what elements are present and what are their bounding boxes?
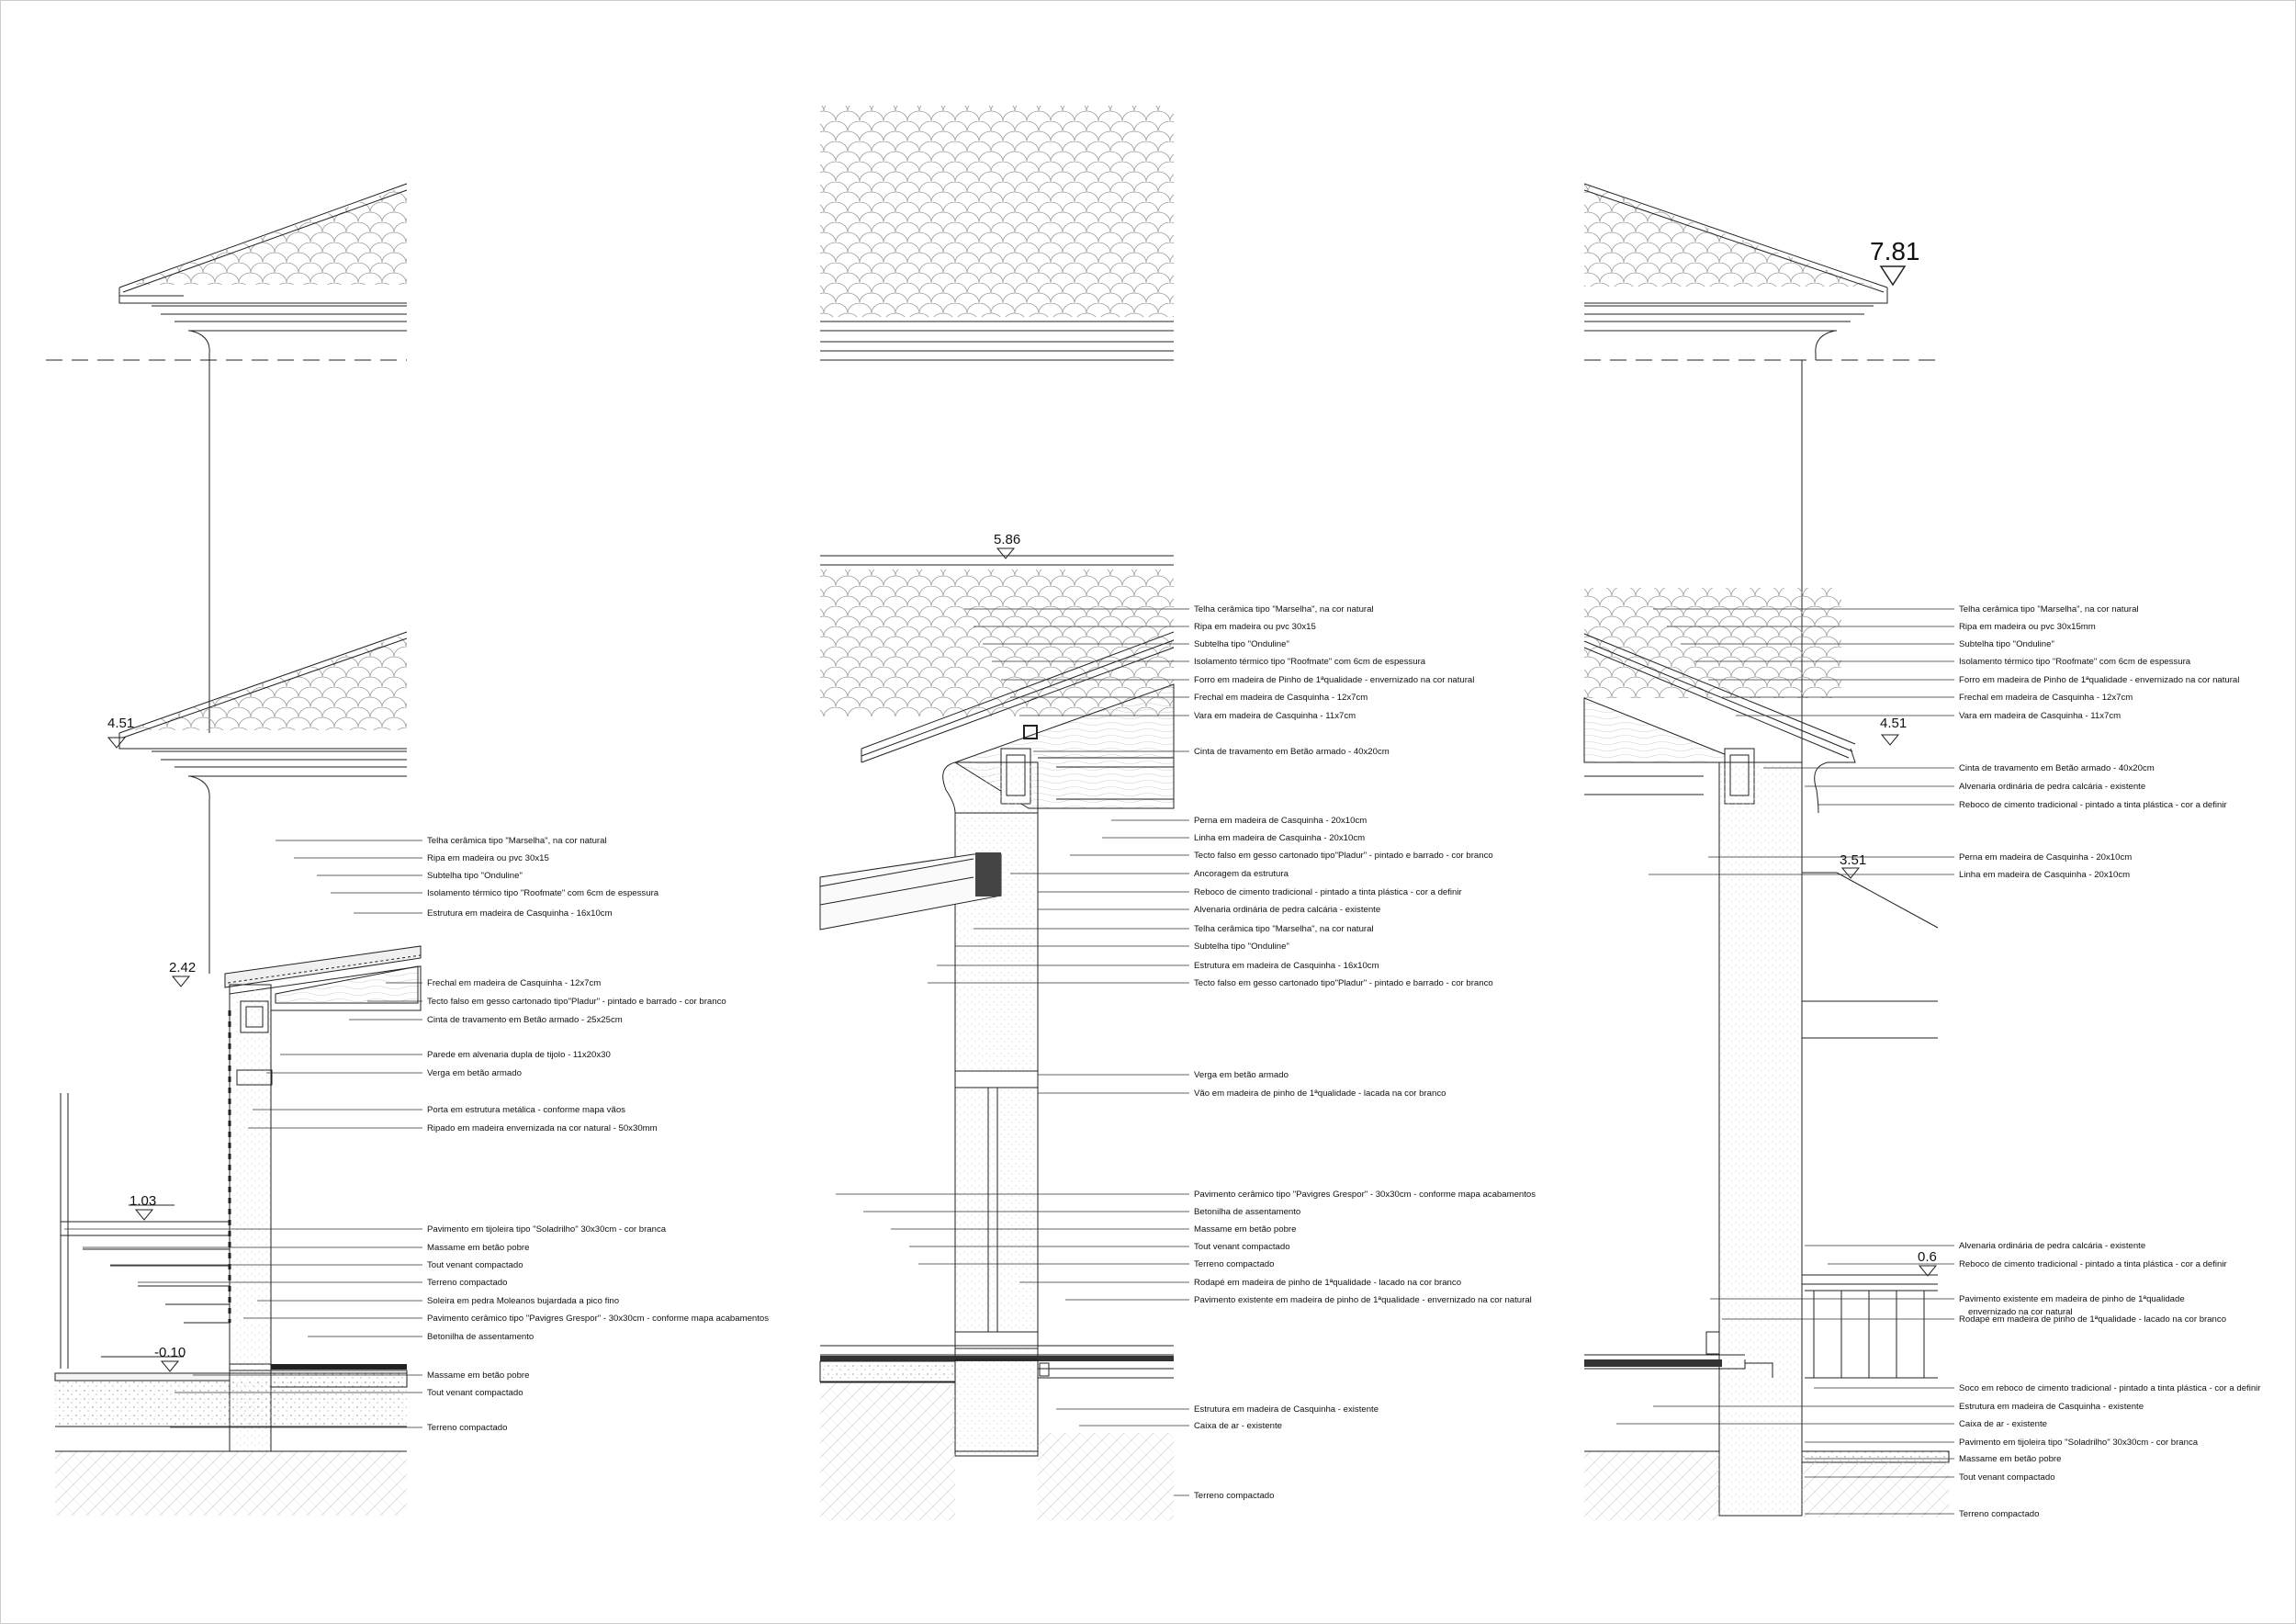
annotation-label: Rodapé em madeira de pinho de 1ªqualidad… (1959, 1314, 2226, 1325)
annotation-label: Ripa em madeira ou pvc 30x15mm (1959, 622, 2096, 632)
annotation-label: Terreno compactado (1959, 1509, 2039, 1519)
annotation-label: Forro em madeira de Pinho de 1ªqualidade… (1194, 675, 1474, 685)
annotation-label: Ripa em madeira ou pvc 30x15 (1194, 622, 1316, 632)
annotation-label: Ripa em madeira ou pvc 30x15 (427, 853, 549, 863)
annotation-label: Estrutura em madeira de Casquinha - exis… (1194, 1404, 1379, 1415)
level-5-86: 5.86 (994, 532, 1020, 547)
annotation-label: Cinta de travamento em Betão armado - 25… (427, 1015, 623, 1025)
annotation-label: Subtelha tipo "Onduline" (1959, 639, 2054, 649)
annotation-label: Caixa de ar - existente (1194, 1421, 1282, 1431)
annotation-label: Vara em madeira de Casquinha - 11x7cm (1959, 711, 2121, 721)
right-section-detail (1583, 183, 1950, 1520)
annotation-label: Telha cerâmica tipo "Marselha", na cor n… (1194, 924, 1374, 934)
annotation-label: Frechal em madeira de Casquinha - 12x7cm (427, 978, 601, 988)
left-level-markers: 4.51 2.42 1.03 -0.10 (101, 716, 196, 1372)
annotation-label: Subtelha tipo "Onduline" (427, 871, 523, 881)
annotation-label: Reboco de cimento tradicional - pintado … (1959, 1259, 2228, 1269)
annotation-label: Rodapé em madeira de pinho de 1ªqualidad… (1194, 1278, 1461, 1288)
annotation-label: Telha cerâmica tipo "Marselha", na cor n… (1194, 604, 1374, 615)
level-2-42: 2.42 (169, 960, 196, 976)
annotation-label: Alvenaria ordinária de pedra calcária - … (1194, 905, 1380, 915)
annotation-label: Alvenaria ordinária de pedra calcária - … (1959, 1241, 2145, 1251)
annotation-label: Perna em madeira de Casquinha - 20x10cm (1194, 816, 1367, 826)
middle-section-detail (819, 106, 1175, 1520)
annotation-label: Verga em betão armado (1194, 1070, 1289, 1080)
annotation-label: Tecto falso em gesso cartonado tipo"Plad… (1194, 851, 1493, 861)
annotation-label: Terreno compactado (427, 1423, 507, 1433)
annotation-label: Pavimento existente em madeira de pinho … (1959, 1294, 2185, 1304)
annotation-label: Porta em estrutura metálica - conforme m… (427, 1105, 625, 1115)
annotation-label: Subtelha tipo "Onduline" (1194, 942, 1289, 952)
annotation-label: Isolamento térmico tipo "Roofmate" com 6… (1194, 657, 1426, 667)
level-4-51-left: 4.51 (107, 716, 134, 731)
annotation-label: Parede em alvenaria dupla de tijolo - 11… (427, 1050, 611, 1060)
annotation-label: Massame em betão pobre (427, 1370, 529, 1381)
middle-level-markers: 5.86 (994, 532, 1020, 559)
annotation-label: Ripado em madeira envernizada na cor nat… (427, 1123, 658, 1133)
annotation-label: Pavimento em tijoleira tipo "Soladrilho"… (427, 1224, 667, 1235)
annotation-label: Tout venant compactado (427, 1388, 523, 1398)
level-4-51-right: 4.51 (1880, 716, 1907, 731)
annotation-label: Tecto falso em gesso cartonado tipo"Plad… (1194, 978, 1493, 988)
annotation-label: Betonilha de assentamento (1194, 1207, 1300, 1217)
annotation-label: Subtelha tipo "Onduline" (1194, 639, 1289, 649)
annotation-label: Massame em betão pobre (1194, 1224, 1296, 1235)
right-level-markers: 7.81 4.51 3.51 0.6 (1840, 237, 1938, 1277)
annotation-label: Soleira em pedra Moleanos bujardada a pi… (427, 1296, 619, 1306)
annotation-label: Estrutura em madeira de Casquinha - 16x1… (427, 908, 613, 919)
annotation-label: Betonilha de assentamento (427, 1332, 534, 1342)
level-minus-0-10: -0.10 (154, 1345, 186, 1360)
annotation-label: Reboco de cimento tradicional - pintado … (1959, 800, 2228, 810)
annotation-label: Terreno compactado (1194, 1259, 1274, 1269)
annotation-label: Alvenaria ordinária de pedra calcária - … (1959, 782, 2145, 792)
annotation-label: Caixa de ar - existente (1959, 1419, 2047, 1429)
left-section-detail (46, 183, 422, 1516)
balustrade (1805, 1290, 1938, 1379)
right-annotations: Telha cerâmica tipo "Marselha", na cor n… (1616, 604, 2261, 1519)
annotation-label: Telha cerâmica tipo "Marselha", na cor n… (427, 836, 607, 846)
annotation-label: Isolamento térmico tipo "Roofmate" com 6… (1959, 657, 2191, 667)
annotation-label: Vão em madeira de pinho de 1ªqualidade -… (1194, 1088, 1446, 1099)
level-7-81: 7.81 (1870, 237, 1920, 265)
annotation-label: Telha cerâmica tipo "Marselha", na cor n… (1959, 604, 2139, 615)
annotation-label: Massame em betão pobre (427, 1243, 529, 1253)
annotation-label: Soco em reboco de cimento tradicional - … (1959, 1383, 2261, 1393)
annotation-label: Tecto falso em gesso cartonado tipo"Plad… (427, 997, 726, 1007)
annotation-label: Cinta de travamento em Betão armado - 40… (1194, 747, 1390, 757)
annotation-label: Pavimento em tijoleira tipo "Soladrilho"… (1959, 1438, 2199, 1448)
annotation-label: envernizado na cor natural (1968, 1307, 2073, 1317)
annotation-label: Pavimento cerâmico tipo "Pavigres Grespo… (427, 1314, 769, 1324)
middle-annotations: Telha cerâmica tipo "Marselha", na cor n… (836, 604, 1536, 1501)
annotation-label: Perna em madeira de Casquinha - 20x10cm (1959, 852, 2132, 863)
annotation-label: Linha em madeira de Casquinha - 20x10cm (1959, 870, 2130, 880)
annotation-label: Frechal em madeira de Casquinha - 12x7cm (1959, 693, 2133, 703)
annotation-label: Ancoragem da estrutura (1194, 869, 1289, 879)
annotation-label: Frechal em madeira de Casquinha - 12x7cm (1194, 693, 1367, 703)
left-annotations: Telha cerâmica tipo "Marselha", na cor n… (64, 836, 769, 1433)
level-1-03: 1.03 (129, 1193, 156, 1209)
annotation-label: Isolamento térmico tipo "Roofmate" com 6… (427, 888, 659, 898)
annotation-label: Pavimento cerâmico tipo "Pavigres Grespo… (1194, 1190, 1536, 1200)
annotation-label: Cinta de travamento em Betão armado - 40… (1959, 763, 2155, 773)
annotation-label: Forro em madeira de Pinho de 1ªqualidade… (1959, 675, 2239, 685)
annotation-label: Estrutura em madeira de Casquinha - exis… (1959, 1402, 2144, 1412)
annotation-label: Terreno compactado (1194, 1491, 1274, 1501)
annotation-label: Terreno compactado (427, 1278, 507, 1288)
annotation-label: Verga em betão armado (427, 1068, 522, 1078)
annotation-label: Tout venant compactado (1194, 1242, 1290, 1252)
annotation-label: Massame em betão pobre (1959, 1454, 2061, 1464)
annotation-label: Linha em madeira de Casquinha - 20x10cm (1194, 833, 1365, 843)
annotation-label: Pavimento existente em madeira de pinho … (1194, 1295, 1532, 1305)
level-3-51: 3.51 (1840, 852, 1866, 868)
annotation-label: Tout venant compactado (427, 1260, 523, 1270)
annotation-label: Vara em madeira de Casquinha - 11x7cm (1194, 711, 1356, 721)
level-0-6: 0.6 (1918, 1249, 1937, 1265)
annotation-label: Reboco de cimento tradicional - pintado … (1194, 887, 1463, 897)
annotation-label: Estrutura em madeira de Casquinha - 16x1… (1194, 961, 1379, 971)
annotation-label: Tout venant compactado (1959, 1472, 2055, 1483)
